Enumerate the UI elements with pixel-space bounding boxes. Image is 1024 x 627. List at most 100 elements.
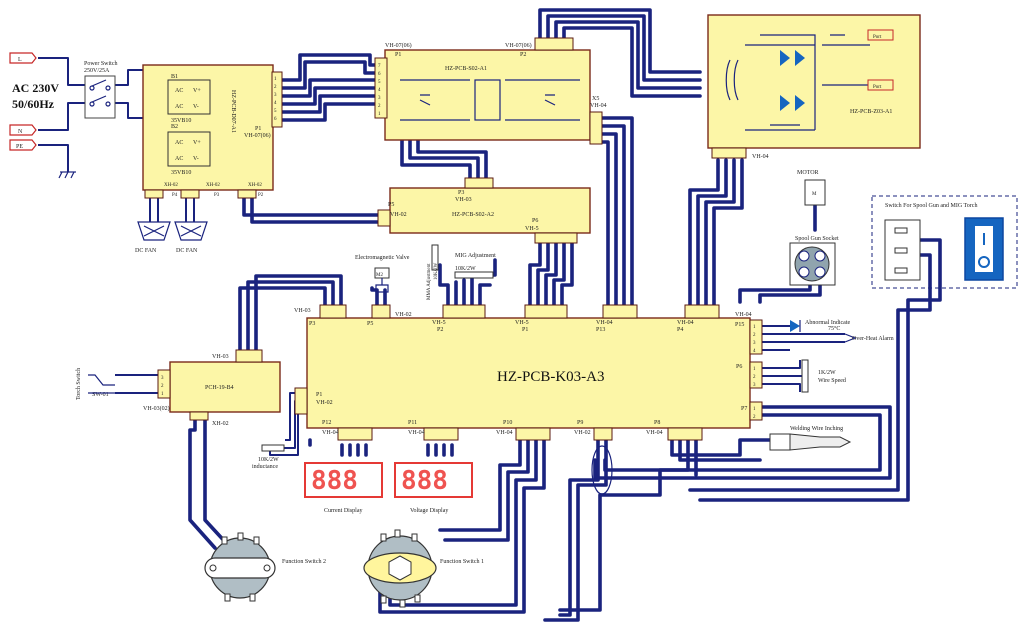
terminal-pe: PE [16,144,23,150]
svg-text:P8: P8 [654,420,660,426]
board-s02-a1: 76 54 32 1 P1 VH-07(06) HZ-PCB-S02-A1 P2… [374,37,607,145]
svg-text:P1: P1 [522,327,528,333]
svg-text:V+: V+ [193,140,201,146]
mig-pot-label: 10K/2W [455,266,476,272]
board-k03: HZ-PCB-K03-A3 P3 VH-03 P5 VH-02 P2 VH-5 … [294,304,763,441]
svg-text:VH-02: VH-02 [574,430,591,436]
pch-top-type: VH-03 [212,354,229,360]
motor-label: MOTOR [797,170,819,176]
fan-2-label: DC FAN [176,248,198,254]
svg-text:VH-04: VH-04 [408,430,425,436]
svg-text:VH-04: VH-04 [496,430,513,436]
power-switch-rating: 250V/25A [84,68,110,74]
svg-text:2: 2 [753,375,756,380]
abnormal-label: Abnormal Indicate [805,320,850,326]
wire-speed-pot-label: 1K/2W [818,370,836,376]
svg-text:VH-04: VH-04 [596,320,613,326]
rectifier-b1-part: 35VB10 [171,118,191,124]
svg-text:1: 1 [274,77,277,82]
fan-2: DC FAN [174,221,208,254]
svg-text:3: 3 [274,93,277,98]
switch-box-label: Switch For Spool Gun and MIG Torch [885,203,977,209]
s02a1-board-name: HZ-PCB-S02-A1 [445,66,487,72]
svg-text:P4: P4 [172,193,178,198]
inductance-label: inductance [252,464,278,470]
pch-side-type: VH-03(02) [143,405,170,412]
terminal-n: N [18,129,23,135]
svg-text:M2: M2 [376,273,383,278]
motor: MOTOR M [797,170,826,206]
svg-text:VH-03: VH-03 [294,308,311,314]
z03-port-1: Port [873,35,882,40]
s02a2-p3: P3 [458,190,464,196]
svg-text:3: 3 [753,383,756,388]
mig-mma-adjustment: MIG Adjustment 10K/2W MMA Adjustment 10K… [427,244,496,300]
svg-text:P12: P12 [322,420,331,426]
terminal-l: L [18,57,22,63]
svg-text:2: 2 [753,333,756,338]
wire-speed-pot: 1K/2W Wire Speed [801,359,846,393]
s02a1-x5: X5 [592,96,599,102]
temp-label: 75°C [828,325,840,332]
svg-text:M: M [812,192,817,197]
s02a1-p1-type: VH-07(06) [385,42,412,49]
s02a2-board-name: HZ-PCB-S02-A2 [452,212,494,218]
svg-text:1: 1 [753,325,756,330]
board-pch: PCH-19-B4 VH-03 321 VH-03(02) XH-02 P1 V… [143,349,333,427]
s02a2-p5: P5 [388,202,394,208]
rectifier-b2: B2 [171,124,178,130]
svg-text:V+: V+ [193,88,201,94]
torch-switch: Torch Switch SW-01 [76,368,115,400]
pch-board-name: PCH-19-B4 [205,385,234,391]
board-z03: VH-04 HZ-PCB-Z03-A1 Port Port [707,14,921,160]
svg-text:AC: AC [175,140,183,146]
svg-text:3: 3 [753,341,756,346]
function-switch-1-label: Function Switch 1 [440,559,484,565]
d07-p1-type: VH-07(06) [244,132,271,139]
svg-text:2: 2 [274,85,277,90]
svg-text:3: 3 [161,376,164,381]
voltage-display: 888 Voltage Display [394,462,473,514]
s02a2-p6-type: VH-5 [525,226,539,232]
ac-voltage: AC 230V [12,81,59,95]
svg-text:1: 1 [753,407,756,412]
overheat-label: Over-Heat Alarm [852,336,894,342]
mma-adj-label: MMA Adjustment [427,263,432,300]
svg-text:P11: P11 [408,420,417,426]
board-d07: 12 34 56 P1 VH-07(06) HZ-PCB-D07-A1 B1 A… [142,64,283,199]
svg-text:2: 2 [378,104,381,109]
svg-text:VH-5: VH-5 [515,320,529,326]
svg-text:V-: V- [193,156,199,162]
d07-p1: P1 [255,126,261,132]
svg-text:1: 1 [378,112,381,117]
board-s02-a2: P3 VH-03 HZ-PCB-S02-A2 P5 VH-02 P6 VH-5 [377,177,591,244]
current-display: 888 Current Display [304,462,383,514]
abnormal-indicator: Abnormal Indicate [790,320,850,332]
inductance-pot-label: 10K/2W [258,457,279,463]
k03-p1-type: VH-02 [316,400,333,406]
svg-text:5: 5 [378,80,381,85]
power-switch-label: Power Switch [84,61,118,67]
z03-connector-type: VH-04 [752,154,769,160]
svg-text:XH-02: XH-02 [206,183,220,188]
svg-text:VH-02: VH-02 [395,312,412,318]
svg-text:VH-5: VH-5 [432,320,446,326]
electromagnetic-valve: Electromagnetic Valve M2 [355,255,410,293]
svg-text:P9: P9 [577,420,583,426]
pch-xh: XH-02 [212,421,229,427]
current-display-label: Current Display [324,508,363,514]
s02a1-p1: P1 [395,52,401,58]
svg-text:3: 3 [378,96,381,101]
rectifier-b1: B1 [171,74,178,80]
ground-icon [58,171,76,179]
s02a1-p2: P2 [520,52,526,58]
svg-text:AC: AC [175,104,183,110]
svg-text:4: 4 [274,101,277,106]
svg-text:P2: P2 [437,327,443,333]
svg-text:VH-04: VH-04 [735,312,752,318]
inching-label: Welding Wire Inching [790,426,843,432]
fan-1: DC FAN [135,221,171,254]
overheat-alarm: 75°C Over-Heat Alarm [828,325,894,343]
